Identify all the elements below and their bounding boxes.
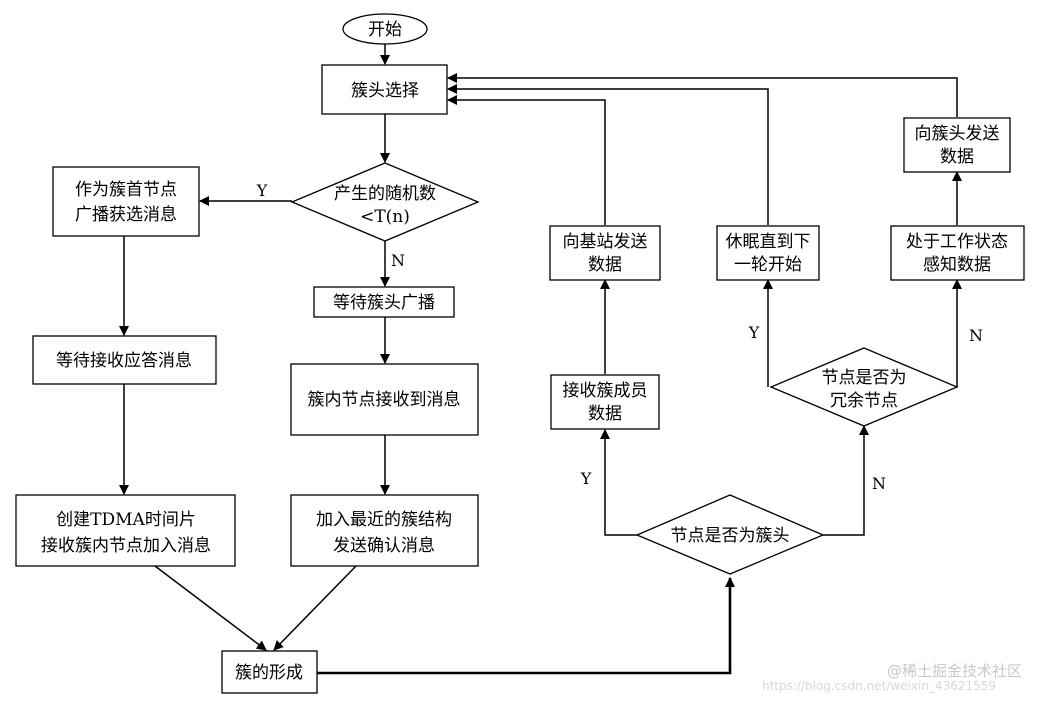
watermark-url: https://blog.csdn.net/weixin_43621559 [762,679,996,693]
sleep-until-next-line2: 一轮开始 [734,255,802,275]
watermark-community: @稀土掘金技术社区 [887,662,1022,680]
ch-broadcast-line1: 作为簇首节点 [75,180,177,200]
edge-sendch-select [447,73,958,117]
label-random-yes: Y [256,181,268,200]
send-to-bs-line1: 向基站发送 [563,232,648,252]
join-nearest-line2: 发送确认消息 [333,536,435,556]
cluster-formed-label: 簇的形成 [235,663,303,683]
wait-reply-node: 等待接收应答消息 [32,335,217,385]
send-to-ch-line2: 数据 [940,147,974,167]
label-ch-yes: Y [580,469,592,488]
working-sense-node: 处于工作状态 感知数据 [890,225,1025,281]
is-redundant-line2: 冗余节点 [830,391,898,411]
start-label: 开始 [368,20,402,40]
member-receive-node: 簇内节点接收到消息 [290,363,479,436]
random-check-node: 产生的随机数 <T(n) [290,162,480,242]
send-to-ch-node: 向簇头发送 数据 [903,117,1011,173]
edge-ischead-no [823,425,869,536]
label-ch-no: N [872,474,886,493]
working-sense-line1: 处于工作状态 [906,232,1008,252]
receive-member-data-node: 接收簇成员 数据 [550,374,660,430]
is-cluster-head-label: 节点是否为簇头 [671,526,790,546]
cluster-head-select-label: 簇头选择 [351,81,419,101]
edge-sendbs-select [447,95,606,225]
edge-labels: Y N Y N Y N [256,181,983,493]
ch-broadcast-node: 作为簇首节点 广播获选消息 [52,166,200,237]
join-nearest-node: 加入最近的簇结构 发送确认消息 [290,494,479,567]
label-random-no: N [391,251,405,270]
create-tdma-node: 创建TDMA时间片 接收簇内节点加入消息 [15,494,236,567]
member-receive-label: 簇内节点接收到消息 [308,390,461,410]
watermark: https://blog.csdn.net/weixin_43621559 @稀… [762,662,1022,693]
random-check-line1: 产生的随机数 [334,184,436,204]
send-to-bs-line2: 数据 [588,255,622,275]
sleep-until-next-node: 休眠直到下 一轮开始 [716,225,820,281]
send-to-ch-line1: 向簇头发送 [915,124,1000,144]
connectors [119,44,962,675]
edge-ischead-yes [600,429,637,536]
create-tdma-line1: 创建TDMA时间片 [56,510,196,530]
join-nearest-line1: 加入最近的簇结构 [316,510,452,530]
ch-broadcast-line2: 广播获选消息 [75,205,177,225]
start-node: 开始 [342,13,428,45]
is-cluster-head-node: 节点是否为簇头 [635,494,825,575]
edge-sleep-select [447,84,769,225]
wait-ch-broadcast-node: 等待簇头广播 [313,286,455,318]
label-redundant-no: N [969,326,983,345]
working-sense-line2: 感知数据 [923,255,991,275]
is-redundant-node: 节点是否为 冗余节点 [769,347,959,427]
edge-tdma-formed [154,565,267,651]
edge-formed-ischead [317,577,735,675]
edge-join-formed [273,565,357,651]
cluster-formed-node: 簇的形成 [221,650,318,694]
label-redundant-yes: Y [748,323,760,342]
send-to-bs-node: 向基站发送 数据 [549,225,661,281]
random-check-line2: <T(n) [360,207,410,227]
cluster-head-select-node: 簇头选择 [321,64,448,115]
is-redundant-line1: 节点是否为 [822,368,907,388]
receive-member-data-line2: 数据 [588,404,622,424]
wait-reply-label: 等待接收应答消息 [56,351,192,371]
sleep-until-next-line1: 休眠直到下 [726,232,811,252]
wait-ch-broadcast-label: 等待簇头广播 [333,293,435,313]
receive-member-data-line1: 接收簇成员 [563,381,648,401]
create-tdma-line2: 接收簇内节点加入消息 [41,536,211,556]
